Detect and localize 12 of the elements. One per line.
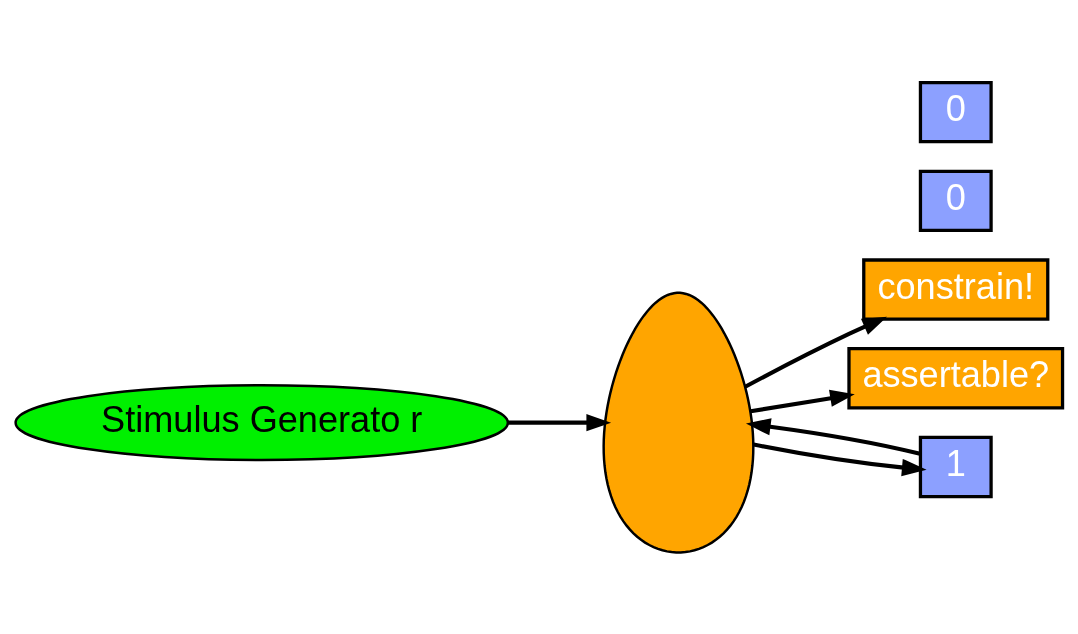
arrow — [750, 389, 855, 413]
node-ellipse: Stimulus Generato r — [14, 383, 510, 461]
arrow — [744, 316, 888, 389]
node-box: 1 — [918, 435, 993, 498]
node-box: 0 — [918, 80, 993, 143]
arrow — [753, 441, 927, 476]
node-cloud — [602, 291, 755, 554]
arrow — [745, 417, 921, 456]
node-box: constrain! — [862, 257, 1050, 321]
node-box: assertable? — [847, 346, 1065, 409]
node-box: 0 — [918, 169, 993, 232]
arrow — [508, 413, 612, 431]
